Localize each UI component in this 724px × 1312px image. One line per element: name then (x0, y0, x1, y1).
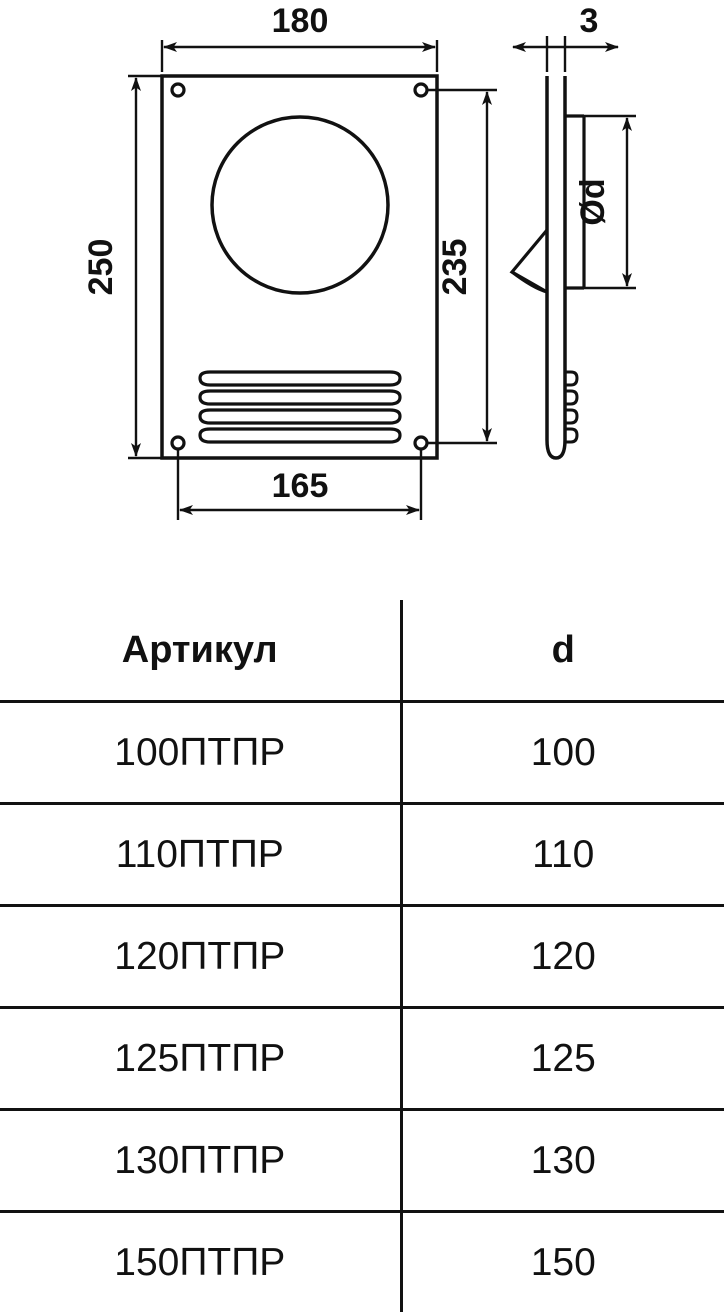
side-louvre (565, 410, 577, 423)
table-header-row: Артикул d (0, 600, 724, 702)
cell-d: 110 (401, 804, 724, 906)
cell-d: 150 (401, 1212, 724, 1312)
dimension-plate-thickness (513, 36, 618, 72)
drawing-canvas: 180 250 235 165 (0, 0, 724, 600)
dimension-label-duct-diameter: Ød (574, 178, 612, 225)
mounting-hole-bottom-left (172, 437, 184, 449)
table-row: 110ПТПР 110 (0, 804, 724, 906)
cell-article: 150ПТПР (0, 1212, 401, 1312)
side-louvre (565, 391, 577, 404)
cell-article: 100ПТПР (0, 702, 401, 804)
side-louvre (565, 429, 577, 442)
cell-d: 100 (401, 702, 724, 804)
cell-article: 130ПТПР (0, 1110, 401, 1212)
column-header-article: Артикул (0, 600, 401, 702)
side-view: 3 Ød (512, 2, 636, 458)
table-row: 125ПТПР 125 (0, 1008, 724, 1110)
column-header-d: d (401, 600, 724, 702)
dimension-label-hole-spacing-vertical: 235 (436, 239, 474, 296)
cell-article: 125ПТПР (0, 1008, 401, 1110)
cell-d: 130 (401, 1110, 724, 1212)
front-view: 180 250 235 165 (82, 2, 497, 520)
cell-article: 120ПТПР (0, 906, 401, 1008)
side-plate-profile (547, 76, 565, 458)
mounting-hole-bottom-right (415, 437, 427, 449)
specification-table-container: Артикул d 100ПТПР 100 110ПТПР 110 120ПТП… (0, 600, 724, 1298)
dimension-label-height: 250 (82, 239, 120, 296)
side-louvre (565, 372, 577, 385)
mounting-hole-top-right (415, 84, 427, 96)
table-row: 130ПТПР 130 (0, 1110, 724, 1212)
dimension-width-overall (162, 40, 437, 72)
mounting-hole-top-left (172, 84, 184, 96)
table-row: 150ПТПР 150 (0, 1212, 724, 1312)
table-row: 120ПТПР 120 (0, 906, 724, 1008)
table-row: 100ПТПР 100 (0, 702, 724, 804)
dimension-label-hole-spacing-horizontal: 165 (272, 467, 329, 505)
duct-opening-circle (212, 117, 388, 293)
dimension-label-width: 180 (272, 2, 329, 40)
cell-d: 120 (401, 906, 724, 1008)
dimension-label-plate-thickness: 3 (580, 2, 599, 40)
cell-article: 110ПТПР (0, 804, 401, 906)
side-louvre-profiles (565, 372, 577, 442)
technical-drawing: 180 250 235 165 (0, 0, 724, 600)
specification-table: Артикул d 100ПТПР 100 110ПТПР 110 120ПТП… (0, 600, 724, 1312)
cell-d: 125 (401, 1008, 724, 1110)
